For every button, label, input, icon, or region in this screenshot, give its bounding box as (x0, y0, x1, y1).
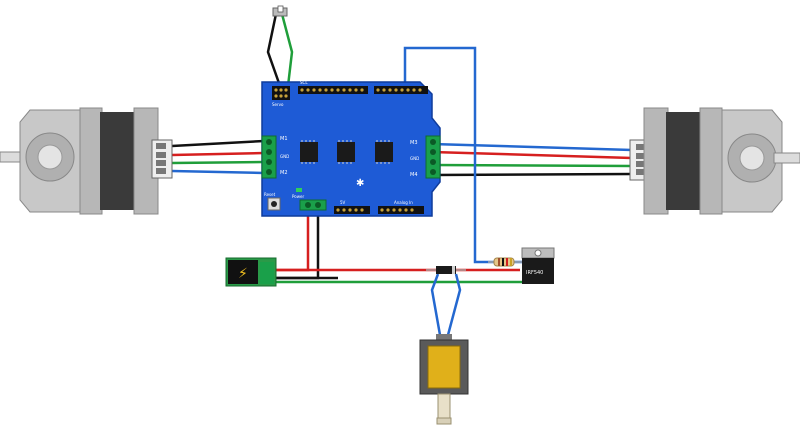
stepper-motor-left (0, 107, 173, 215)
driver-chip-2-top (337, 142, 355, 162)
left-motor-pin-4 (156, 168, 166, 174)
label-m3: M3 (410, 140, 418, 146)
left-motor-body-dark (100, 112, 136, 210)
wire-left-motor-red (171, 151, 265, 157)
solenoid (419, 334, 469, 425)
shield-header-label: SCL (300, 80, 308, 85)
terminal-right-screws (430, 139, 436, 175)
right-motor-pin-1 (636, 144, 646, 150)
right-motor-body-dark (666, 112, 702, 210)
resistor-band-2 (502, 258, 504, 266)
solenoid-plunger-tip (436, 417, 452, 425)
right-motor-body-front (699, 107, 723, 215)
wire-right-motor-blue (431, 142, 633, 152)
jack-terminal (260, 262, 274, 284)
wire-right-motor-red (431, 150, 633, 160)
resistor-band-4 (510, 258, 512, 266)
mosfet: IRF540 (521, 247, 555, 284)
terminal-block-right (425, 135, 441, 179)
label-gnd-left: GND (280, 154, 289, 159)
dc-barrel-jack: ⚡ (225, 257, 277, 287)
wire-solenoid-blue-right (446, 273, 462, 336)
bottom-label-5v: 5V (340, 200, 346, 205)
left-motor-pin-1 (156, 143, 166, 149)
mosfet-hole (534, 249, 542, 257)
power-led (296, 188, 302, 192)
wire-left-motor-blue (171, 169, 265, 175)
label-m2: M2 (280, 170, 288, 176)
left-motor-boss (37, 144, 63, 170)
wire-power-red (275, 208, 310, 272)
power-screw-1 (305, 202, 311, 208)
power-screw-2 (315, 202, 321, 208)
label-m4: M4 (410, 172, 418, 178)
wire-right-motor-black (431, 172, 633, 177)
driver-chip-3-top (375, 142, 393, 162)
wire-solenoid-blue-left (430, 273, 442, 336)
motor-shield: SCL Servo M1 GND M2 M3 GND M4 (261, 80, 441, 217)
wire-switch-green (280, 13, 294, 87)
shield-top-header-pins (300, 88, 422, 92)
wire-power-black (275, 208, 320, 280)
wire-right-motor-green (431, 163, 633, 168)
solenoid-coil (427, 345, 461, 389)
diode (426, 266, 466, 274)
right-motor-body-rear (643, 107, 669, 215)
solenoid-terminal (436, 334, 452, 342)
terminal-left-screws (266, 139, 272, 175)
star-logo-icon: ✱ (356, 178, 364, 189)
right-motor-shaft (773, 152, 800, 164)
jack-body (228, 260, 258, 284)
shield-bottom-header-a (334, 206, 370, 214)
right-motor-pin-3 (636, 161, 646, 167)
right-motor-pin-4 (636, 169, 646, 175)
wires (171, 13, 633, 336)
servo-header (272, 86, 290, 100)
bottom-label-analog: Analog In (394, 200, 413, 205)
left-motor-body-front (79, 107, 103, 215)
stepper-motor-right (629, 107, 800, 215)
label-gnd-right: GND (410, 156, 419, 161)
right-motor-boss (739, 145, 765, 171)
wire-left-motor-green (171, 160, 265, 165)
driver-chip-1-top (300, 142, 318, 162)
diode-band (452, 266, 455, 274)
left-motor-pin-3 (156, 160, 166, 166)
reset-button-cap (271, 201, 277, 207)
reset-label: Reset (264, 192, 276, 197)
resistor-band-3 (506, 258, 508, 266)
wire-switch-black (266, 13, 282, 87)
lightning-icon: ⚡ (238, 266, 248, 282)
power-label: Power (292, 194, 304, 199)
switch (272, 5, 288, 17)
resistor-band-1 (498, 258, 500, 266)
mosfet-label: IRF540 (526, 270, 543, 276)
label-m1: M1 (280, 136, 288, 142)
terminal-block-left (261, 135, 277, 179)
left-motor-pin-2 (156, 152, 166, 158)
shield-bottom-header-pins (336, 208, 414, 212)
mosfet-body (522, 258, 554, 284)
servo-pins (274, 88, 288, 98)
resistor (488, 257, 522, 267)
switch-lever (277, 5, 284, 13)
servo-label: Servo (272, 102, 284, 107)
power-terminal (299, 199, 327, 211)
diode-body (436, 266, 456, 274)
wire-left-motor-black (171, 139, 265, 148)
right-motor-pin-2 (636, 153, 646, 159)
